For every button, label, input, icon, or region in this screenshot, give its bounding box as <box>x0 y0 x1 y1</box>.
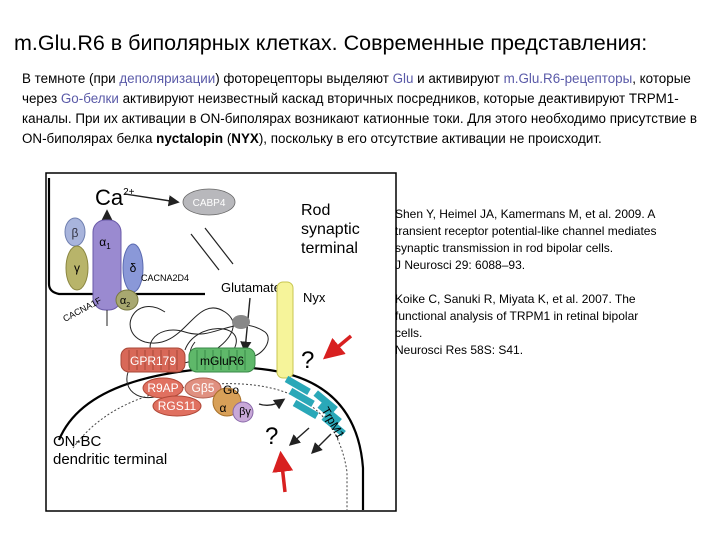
go-betagamma-subunit <box>232 401 254 423</box>
dark-blob <box>232 315 250 329</box>
term-glu: Glu <box>392 71 414 86</box>
go-alpha-label: α <box>220 401 227 415</box>
reference-line: Koike C, Sanuki R, Miyata K, et al. 2007… <box>395 292 636 306</box>
term-mglur6-receptors: m.Glu.R6-рецепторы <box>503 71 633 86</box>
cacna2d4-label: CACNA2D4 <box>141 273 189 283</box>
rgs11-protein <box>152 395 202 417</box>
nyx-protein <box>276 281 294 379</box>
ribbon-line <box>190 233 220 271</box>
reference-line: cells. <box>395 326 423 340</box>
reference-line: Neurosci Res 58S: S41. <box>395 343 524 357</box>
intro-text: ( <box>223 131 232 146</box>
reference-line: transient receptor potential-like channe… <box>395 224 657 238</box>
rod-terminal-label: Rod synaptic terminal <box>301 202 364 257</box>
rgs11-label: RGS11 <box>158 399 197 413</box>
rod-membrane-outline <box>47 178 205 296</box>
red-arrow-bottom <box>272 450 294 493</box>
mglur6-label: mGluR6 <box>200 354 244 368</box>
red-arrow-top <box>322 334 353 360</box>
glutamate-label: Glutamate <box>221 280 281 295</box>
gamma-subunit <box>65 245 89 291</box>
intro-text: , которые через <box>22 71 691 106</box>
term-nyx: NYX <box>231 131 259 146</box>
intro-text: ), поскольку в его отсутствие активации … <box>258 131 602 146</box>
intro-text: В темноте (при <box>22 71 120 86</box>
on-bc-label: ON-BC dendritic terminal <box>53 433 167 468</box>
calcium-arrow <box>124 193 180 207</box>
intro-text: и активируют <box>413 71 504 86</box>
question-mark-top: ? <box>301 347 314 374</box>
go-label: Go <box>223 383 239 397</box>
diagram-border <box>45 172 397 512</box>
reference-koike-2007: Koike C, Sanuki R, Miyata K, et al. 2007… <box>395 291 713 359</box>
calcium-label: Ca2+ <box>95 185 135 210</box>
gb5-protein <box>184 377 222 399</box>
question-mark-bottom: ? <box>265 423 278 450</box>
current-arrow <box>288 427 310 446</box>
alpha2-subunit <box>115 289 139 311</box>
alpha1-label: α1 <box>99 235 111 251</box>
r9ap-label: R9AP <box>147 381 178 395</box>
intro-text: активируют неизвестный каскад вторичных … <box>22 91 697 146</box>
intro-text: ) фоторецепторы выделяют <box>215 71 393 86</box>
beta-label: β <box>72 226 79 240</box>
reference-shen-2009: Shen Y, Heimel JA, Kamermans M, et al. 2… <box>395 206 713 274</box>
gb5-label: Gβ5 <box>192 381 215 395</box>
cabp4-protein <box>182 188 236 216</box>
ribbon-line <box>204 227 234 265</box>
term-go-proteins: Go-белки <box>60 91 119 106</box>
trpm1-channel <box>284 375 346 437</box>
gpr179-label: GPR179 <box>130 354 176 368</box>
reference-line: synaptic transmission in rod bipolar cel… <box>395 241 614 255</box>
term-nyctalopin: nyctalopin <box>156 131 224 146</box>
reference-line: Shen Y, Heimel JA, Kamermans M, et al. 2… <box>395 207 656 221</box>
reference-line: functional analysis of TRPM1 in retinal … <box>395 309 639 323</box>
delta-label: δ <box>130 261 137 275</box>
cascade-arrow <box>258 398 286 410</box>
synapse-diagram: Ca2+ CABP4 Rod synaptic terminal β γ α1 … <box>45 172 397 512</box>
cacna1f-label: CACNA1F <box>61 295 103 324</box>
gamma-label: γ <box>74 261 80 275</box>
slide-title: m.Glu.R6 в биполярных клетках. Современн… <box>14 31 648 55</box>
cabp4-label: CABP4 <box>193 198 226 209</box>
alpha2-label: α2 <box>120 295 130 309</box>
nyx-label: Nyx <box>303 290 326 305</box>
reference-line: J Neurosci 29: 6088–93. <box>395 258 526 272</box>
intro-paragraph: В темноте (при деполяризации) фоторецепт… <box>22 69 712 149</box>
current-arrow <box>311 433 332 454</box>
term-depolarization: деполяризации <box>119 71 216 86</box>
go-betagamma-label: βγ <box>239 406 251 418</box>
